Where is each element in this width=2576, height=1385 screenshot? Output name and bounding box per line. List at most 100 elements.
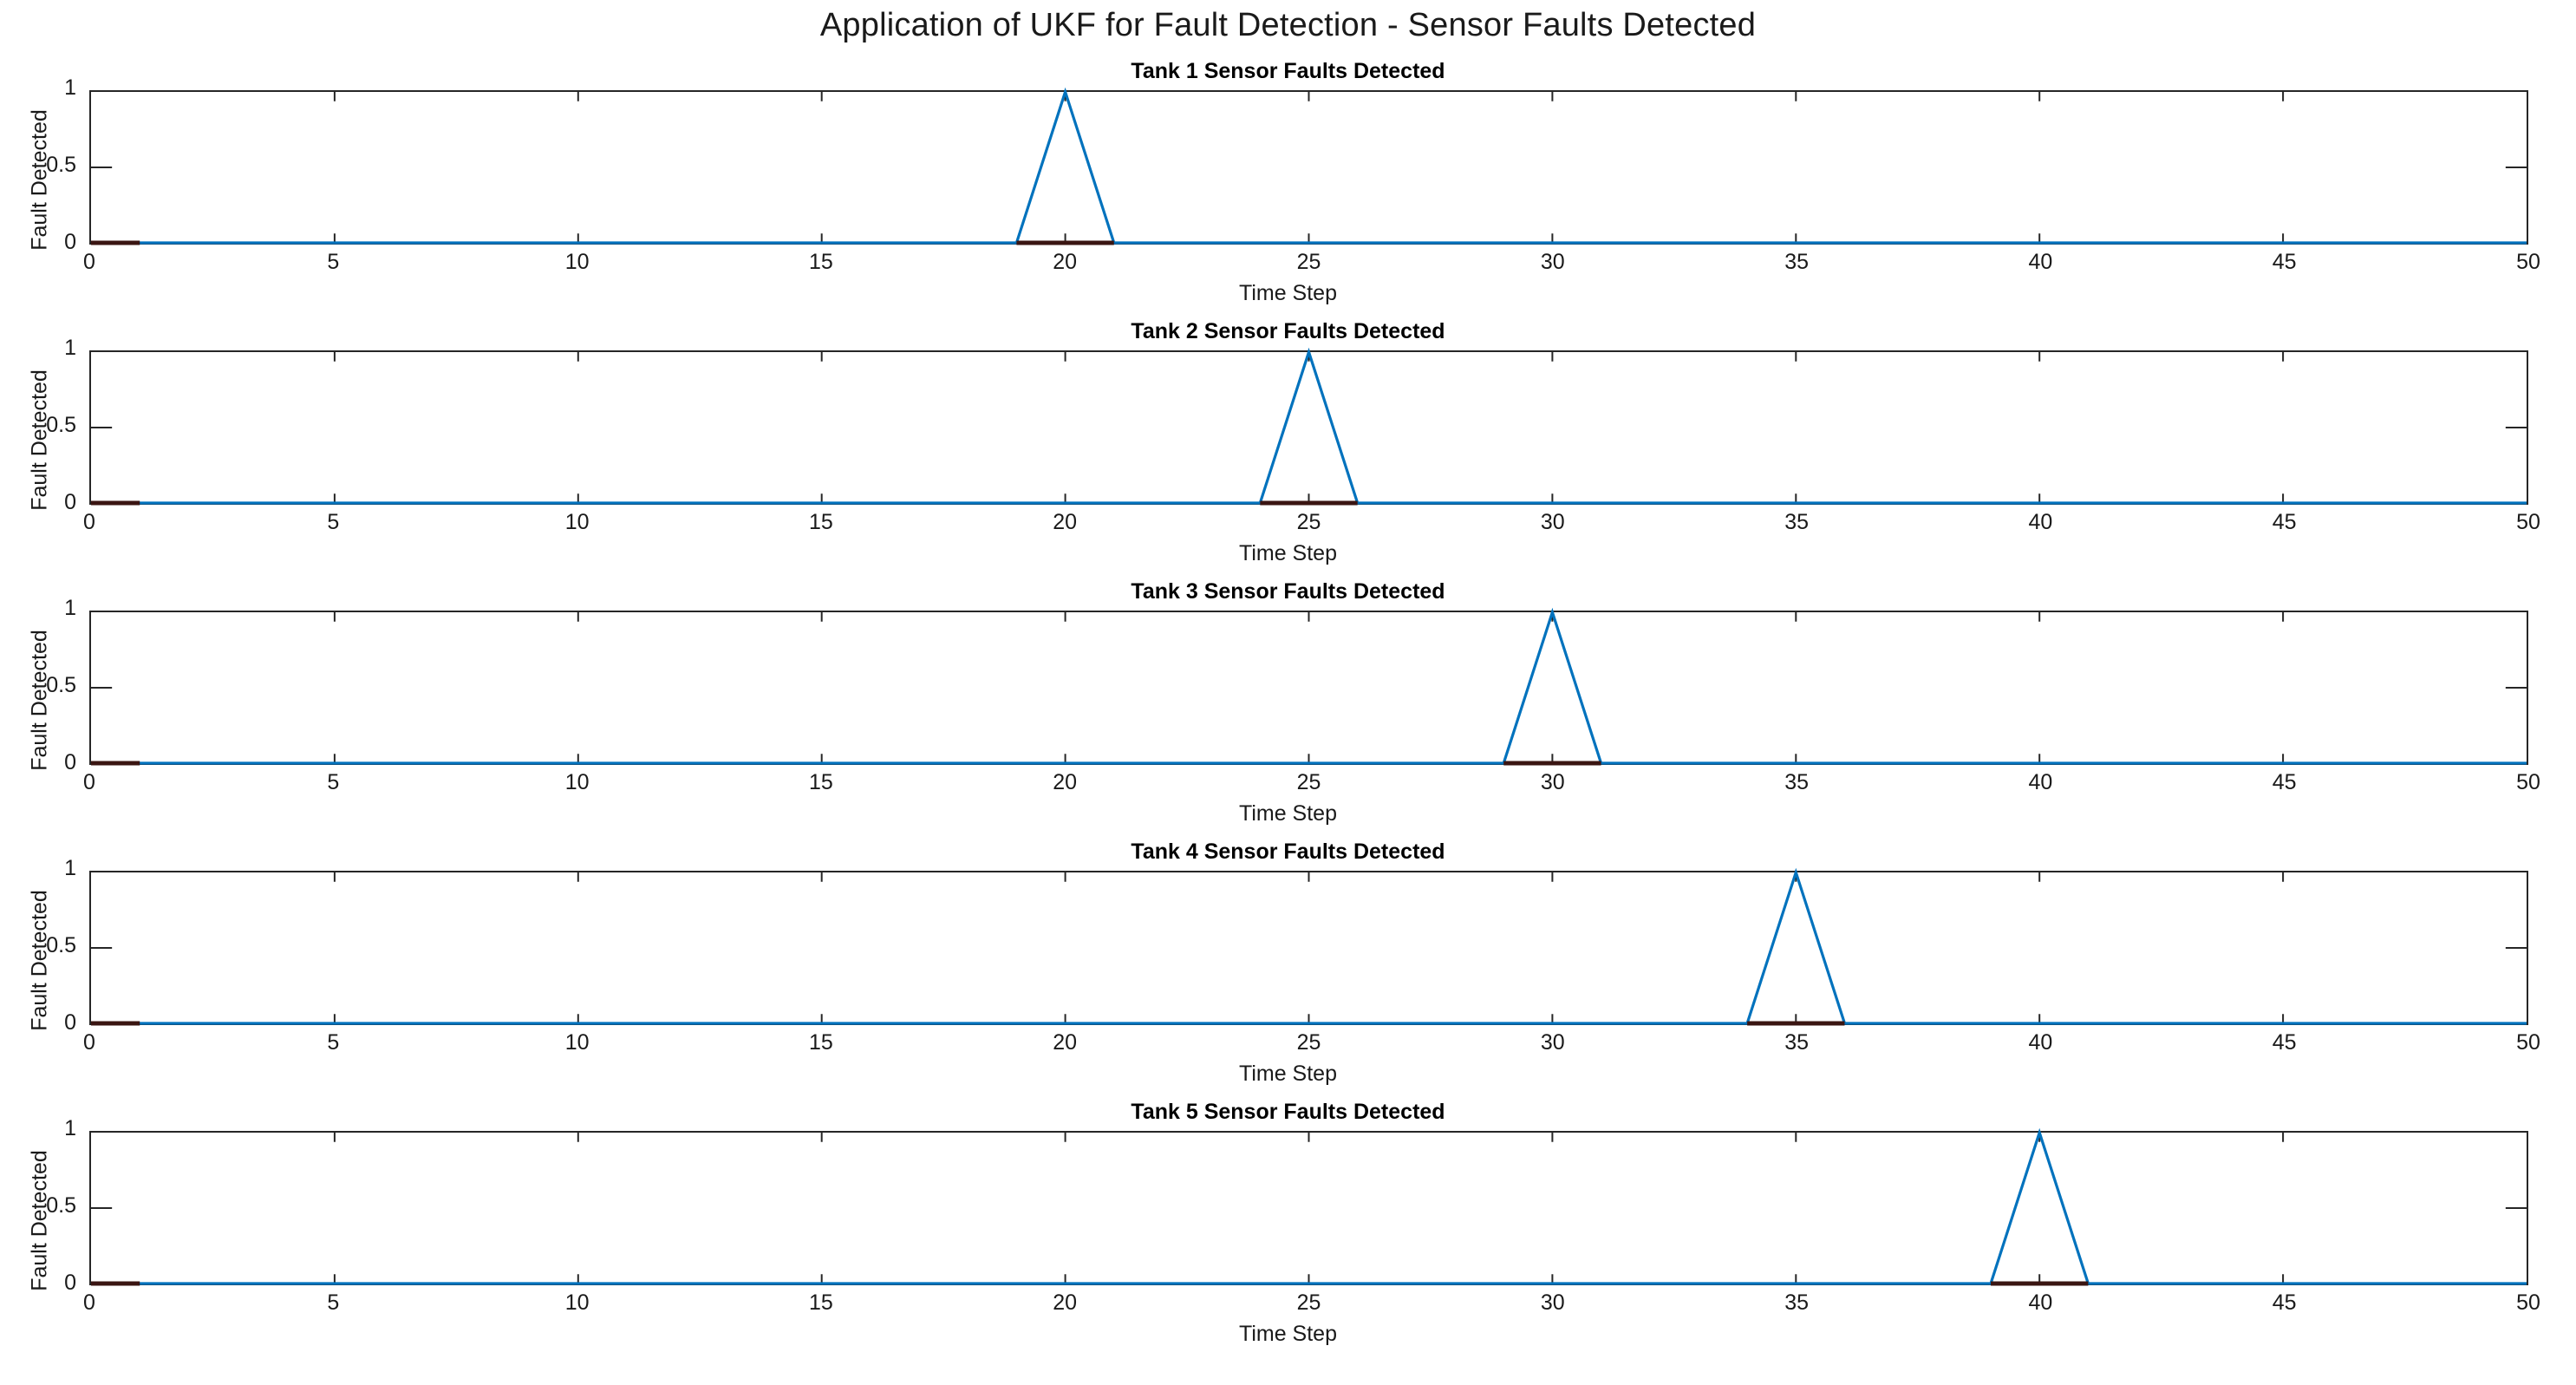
x-tick-label: 45	[2272, 250, 2297, 274]
x-tick-label: 20	[1053, 250, 1078, 274]
y-axis-label: Fault Detected	[27, 890, 52, 1031]
x-tick-label: 15	[808, 770, 833, 794]
x-tick-label: 20	[1053, 1030, 1078, 1055]
y-tick-label: 1	[64, 596, 76, 620]
plot-canvas	[91, 352, 2527, 503]
subplot-title: Tank 2 Sensor Faults Detected	[1131, 319, 1445, 343]
x-tick-label: 25	[1296, 1030, 1321, 1055]
y-tick-label: 0	[64, 750, 76, 774]
plot-area	[89, 1131, 2528, 1285]
x-tick-label: 15	[808, 1030, 833, 1055]
x-tick-label: 0	[83, 1290, 95, 1315]
x-tick-label: 5	[327, 770, 340, 794]
plot-canvas	[91, 92, 2527, 243]
y-tick-label: 0.5	[46, 673, 76, 697]
x-tick-label: 0	[83, 1030, 95, 1055]
x-tick-label: 30	[1540, 770, 1565, 794]
y-axis-label: Fault Detected	[27, 630, 52, 771]
x-tick-label: 50	[2516, 1290, 2540, 1315]
x-tick-label: 20	[1053, 510, 1078, 534]
y-tick-label: 0.5	[46, 153, 76, 177]
subplot-title: Tank 4 Sensor Faults Detected	[1131, 839, 1445, 864]
plot-area	[89, 90, 2528, 245]
x-axis-label: Time Step	[1238, 1322, 1337, 1346]
plot-area	[89, 350, 2528, 505]
x-tick-label: 5	[327, 1030, 340, 1055]
x-tick-label: 40	[2028, 1030, 2053, 1055]
y-tick-label: 0	[64, 1271, 76, 1295]
y-tick-label: 1	[64, 336, 76, 360]
y-tick-label: 0	[64, 1010, 76, 1035]
plot-canvas	[91, 1133, 2527, 1284]
y-tick-label: 1	[64, 75, 76, 100]
plot-area	[89, 871, 2528, 1025]
x-tick-label: 5	[327, 250, 340, 274]
x-tick-label: 10	[564, 1290, 590, 1315]
plot-area	[89, 611, 2528, 765]
x-tick-label: 10	[564, 250, 590, 274]
x-tick-label: 45	[2272, 510, 2297, 534]
x-tick-label: 50	[2516, 250, 2540, 274]
x-tick-label: 15	[808, 510, 833, 534]
figure-title: Application of UKF for Fault Detection -…	[819, 7, 1757, 43]
x-axis-label: Time Step	[1238, 541, 1337, 565]
subplot-title: Tank 1 Sensor Faults Detected	[1131, 59, 1445, 83]
x-tick-label: 25	[1296, 250, 1321, 274]
x-tick-label: 50	[2516, 770, 2540, 794]
x-axis-label: Time Step	[1238, 281, 1337, 305]
x-axis-label: Time Step	[1238, 801, 1337, 826]
x-tick-label: 30	[1540, 1030, 1565, 1055]
x-tick-label: 30	[1540, 1290, 1565, 1315]
x-tick-label: 35	[1784, 1030, 1809, 1055]
y-tick-label: 1	[64, 1116, 76, 1140]
x-tick-label: 0	[83, 250, 95, 274]
x-tick-label: 35	[1784, 250, 1809, 274]
data-series-fault-detected	[91, 92, 2527, 243]
x-tick-label: 35	[1784, 510, 1809, 534]
subplot-title: Tank 5 Sensor Faults Detected	[1131, 1100, 1445, 1124]
x-tick-label: 25	[1296, 770, 1321, 794]
x-tick-label: 40	[2028, 510, 2053, 534]
y-tick-label: 0.5	[46, 413, 76, 437]
x-tick-label: 50	[2516, 1030, 2540, 1055]
x-tick-label: 5	[327, 1290, 340, 1315]
x-tick-label: 5	[327, 510, 340, 534]
plot-canvas	[91, 872, 2527, 1023]
x-tick-label: 30	[1540, 250, 1565, 274]
x-tick-label: 40	[2028, 770, 2053, 794]
x-tick-label: 20	[1053, 770, 1078, 794]
x-tick-label: 45	[2272, 1290, 2297, 1315]
y-tick-label: 1	[64, 856, 76, 880]
x-tick-label: 40	[2028, 1290, 2053, 1315]
y-tick-label: 0	[64, 490, 76, 514]
subplot-title: Tank 3 Sensor Faults Detected	[1131, 579, 1445, 604]
y-axis-label: Fault Detected	[27, 109, 52, 251]
x-tick-label: 15	[808, 250, 833, 274]
x-tick-label: 20	[1053, 1290, 1078, 1315]
data-series-fault-detected	[91, 1133, 2527, 1284]
x-tick-label: 35	[1784, 770, 1809, 794]
y-tick-label: 0.5	[46, 933, 76, 957]
x-tick-label: 10	[564, 770, 590, 794]
x-tick-label: 0	[83, 510, 95, 534]
x-tick-label: 10	[564, 510, 590, 534]
y-tick-label: 0.5	[46, 1193, 76, 1218]
x-tick-label: 10	[564, 1030, 590, 1055]
x-tick-label: 25	[1296, 1290, 1321, 1315]
x-tick-label: 35	[1784, 1290, 1809, 1315]
x-tick-label: 45	[2272, 1030, 2297, 1055]
data-series-fault-detected	[91, 612, 2527, 763]
x-tick-label: 30	[1540, 510, 1565, 534]
x-tick-label: 0	[83, 770, 95, 794]
data-series-fault-detected	[91, 352, 2527, 503]
y-tick-label: 0	[64, 230, 76, 254]
x-tick-label: 40	[2028, 250, 2053, 274]
y-axis-label: Fault Detected	[27, 369, 52, 511]
